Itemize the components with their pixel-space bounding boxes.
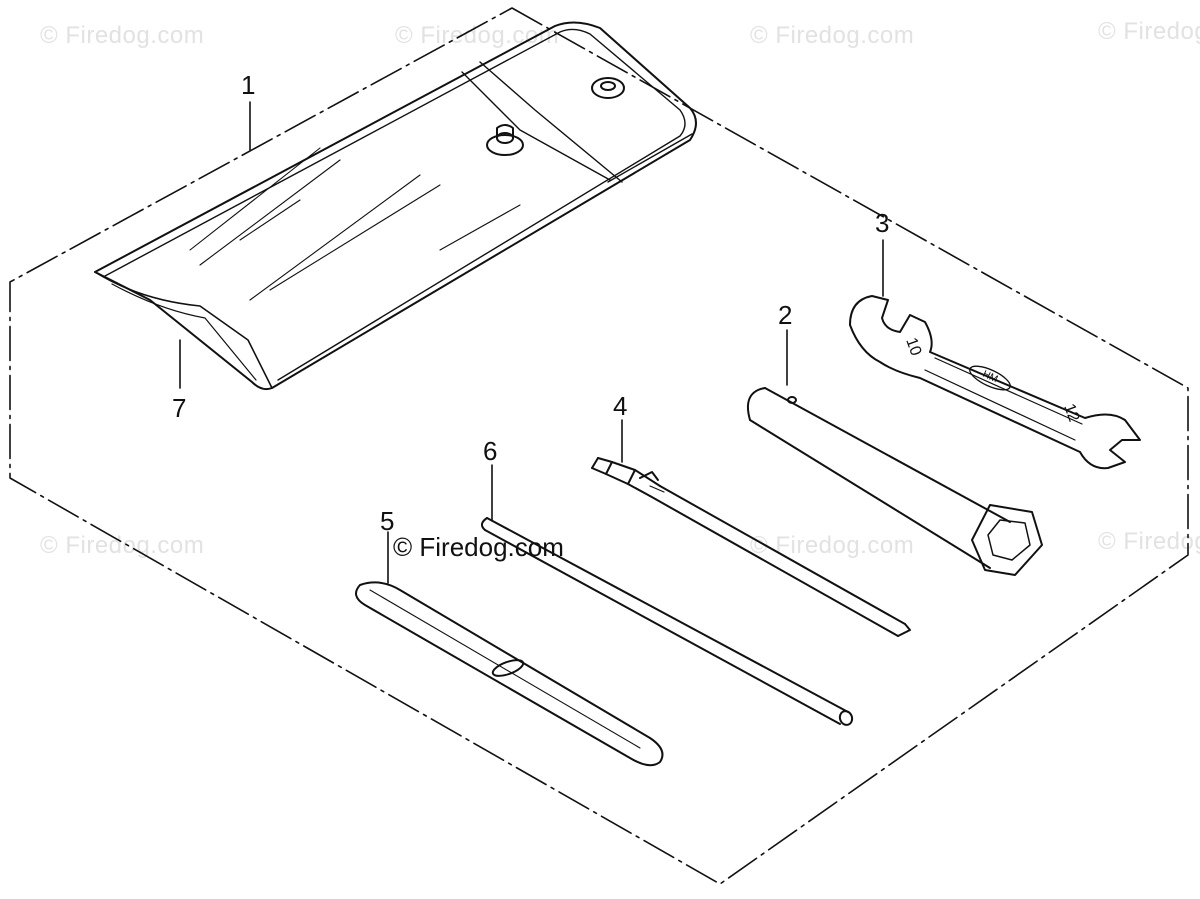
plug-wrench-drawing bbox=[746, 387, 1043, 576]
watermark-center: © Firedog.com bbox=[393, 532, 564, 562]
tool-bag-drawing bbox=[94, 21, 697, 391]
callout-3: 3 bbox=[875, 208, 890, 238]
callout-2: 2 bbox=[778, 300, 793, 330]
screwdriver-drawing bbox=[591, 457, 911, 637]
callout-6: 6 bbox=[483, 436, 498, 466]
wrench-size-b: 12 bbox=[1060, 402, 1082, 425]
watermark-mid-left: © Firedog.com bbox=[40, 532, 205, 559]
wrench-size-a: 10 bbox=[902, 336, 924, 359]
callout-7: 7 bbox=[172, 393, 187, 423]
assembly-boundary bbox=[9, 7, 1189, 885]
callout-1: 1 bbox=[241, 70, 256, 100]
screwdriver-grip-drawing bbox=[355, 581, 664, 767]
wrench-brand: HM bbox=[981, 369, 1000, 386]
watermark-mid-right: © Firedog.com bbox=[750, 532, 915, 559]
callout-5: 5 bbox=[380, 506, 395, 536]
handle-bar-drawing bbox=[481, 517, 854, 726]
watermark-far-right: © Firedog.com bbox=[1098, 528, 1200, 555]
open-end-wrench-drawing bbox=[849, 295, 1141, 470]
watermark-top-right: © Firedog.com bbox=[1098, 18, 1200, 45]
watermark-top-center-right: © Firedog.com bbox=[750, 22, 915, 49]
watermark-top-left: © Firedog.com bbox=[40, 22, 205, 49]
callout-4: 4 bbox=[613, 391, 628, 421]
